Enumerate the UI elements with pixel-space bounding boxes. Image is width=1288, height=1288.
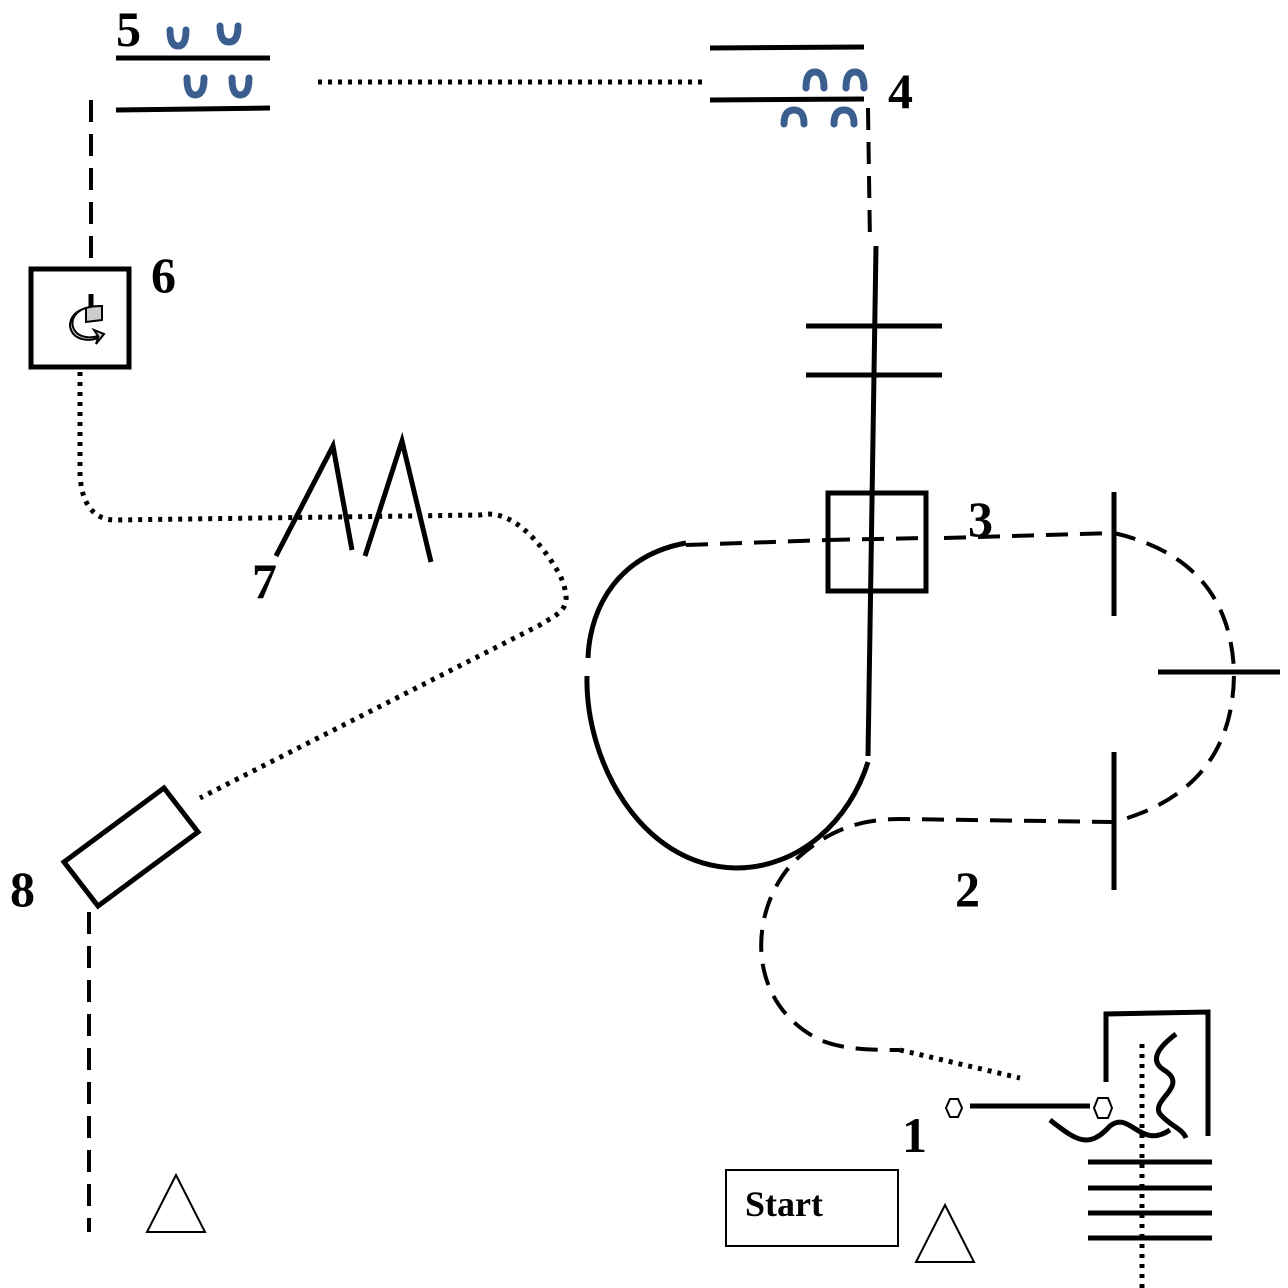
column-line [806,245,942,757]
rotation-arrow-icon [68,294,106,345]
station-5-plates [115,22,271,113]
start-label: Start [745,1184,823,1224]
triangle-icon [914,1202,976,1263]
station-4-plates [709,44,868,128]
dashed-link-3-left [685,538,829,547]
dashed-link-3-right [943,531,1115,540]
station-1-label: 1 [902,1107,927,1163]
station-8-label: 8 [10,861,35,917]
route-2 [759,816,1115,1052]
station-8-block [60,784,202,910]
receptor-cups-5 [166,22,253,99]
station-6-label: 6 [151,247,176,303]
station-7-zigzag [273,431,434,563]
right-loop [1111,492,1280,890]
main-loop-lower [584,675,871,871]
station-1-assembly [944,1009,1212,1288]
hexagon-right-icon [1092,1097,1114,1119]
start-box [725,1169,899,1247]
station-3-box [825,490,929,594]
receptor-arches-4 [780,68,868,128]
station-2-label: 2 [955,861,980,917]
station-4-label: 4 [888,63,913,119]
main-loop [585,540,687,659]
station-5-label: 5 [116,1,141,57]
hexagon-left-icon [944,1098,964,1118]
route-6-7-8 [77,372,569,801]
dashed-link-3-box [827,536,927,542]
station-6-box [28,266,132,370]
link-4-down [866,107,872,245]
triangle-icon [145,1172,207,1233]
route-2-dotted [899,1047,1021,1081]
station-7-label: 7 [252,553,277,609]
